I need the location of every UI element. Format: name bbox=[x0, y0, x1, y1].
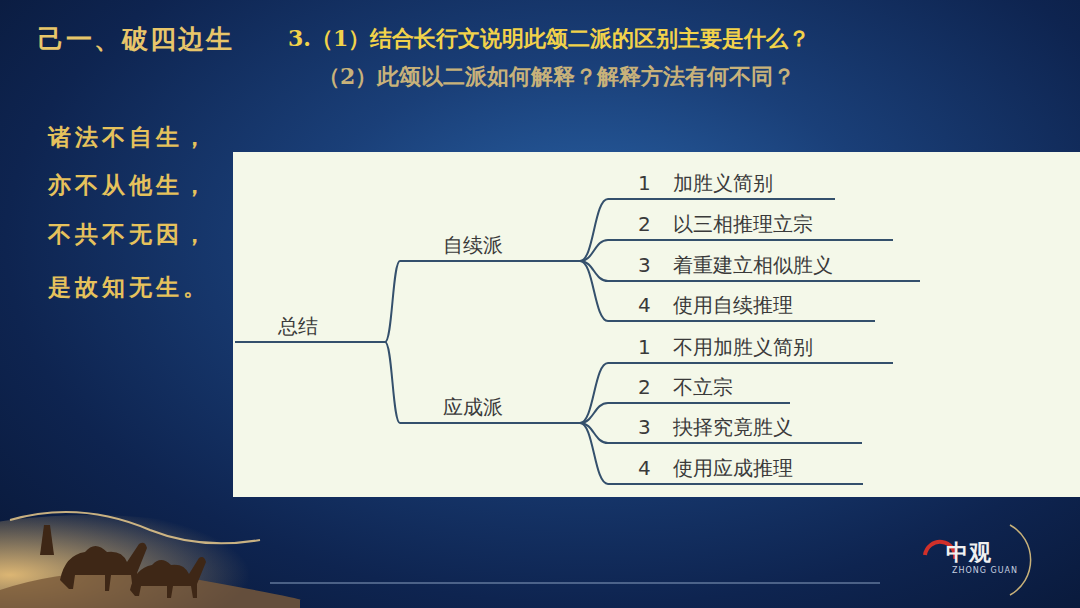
item-text: 总结 bbox=[278, 314, 318, 338]
branch-connector bbox=[580, 423, 608, 484]
footer-rule bbox=[270, 583, 880, 584]
branch-connector bbox=[580, 423, 608, 443]
map-panel bbox=[233, 152, 1080, 497]
item-text: 不用加胜义简别 bbox=[673, 335, 813, 359]
branch-connector bbox=[580, 403, 608, 423]
item-number: 1 bbox=[638, 335, 651, 359]
item-text: 自续派 bbox=[443, 233, 503, 257]
item-number: 2 bbox=[638, 212, 651, 236]
branch-topic: 自续派 bbox=[400, 233, 580, 262]
verse-line: 是故知无生。 bbox=[48, 272, 210, 303]
verse-line: 不共不无因， bbox=[48, 219, 210, 250]
branch-item: 3 抉择究竟胜义 bbox=[608, 415, 862, 444]
branch-connector bbox=[385, 342, 400, 423]
branch-connector bbox=[580, 240, 608, 261]
branch-topic: 应成派 bbox=[400, 395, 580, 424]
branch-topic: 总结 bbox=[235, 314, 385, 343]
item-text: 抉择究竟胜义 bbox=[673, 415, 793, 439]
branch-item: 3 着重建立相似胜义 bbox=[608, 253, 920, 282]
question-line: 3.（1）结合长行文说明此颂二派的区别主要是什么？ bbox=[288, 24, 810, 54]
item-number: 2 bbox=[638, 375, 651, 399]
item-text: 使用应成推理 bbox=[673, 456, 793, 480]
item-number: 1 bbox=[638, 171, 651, 195]
item-text: 着重建立相似胜义 bbox=[673, 253, 833, 277]
question-line: （2）此颂以二派如何解释？解释方法有何不同？ bbox=[318, 62, 795, 92]
item-text: 加胜义简别 bbox=[673, 171, 773, 195]
item-number: 3 bbox=[638, 253, 651, 277]
branch-connector bbox=[580, 199, 608, 261]
item-text: 以三相推理立宗 bbox=[673, 212, 813, 236]
branch-item: 1 不用加胜义简别 bbox=[608, 335, 893, 364]
item-text: 不立宗 bbox=[673, 375, 733, 399]
branch-item: 2 不立宗 bbox=[608, 375, 790, 404]
logo-mark bbox=[925, 525, 1031, 595]
branch-connector bbox=[385, 261, 400, 342]
logo-text: 中观 bbox=[946, 538, 992, 568]
verse-line: 诸法不自生， bbox=[48, 122, 210, 153]
branch-connector bbox=[580, 261, 608, 321]
branch-item: 2 以三相推理立宗 bbox=[608, 212, 893, 241]
section-heading: 己一、破四边生 bbox=[38, 22, 234, 57]
branch-item: 1 加胜义简别 bbox=[608, 171, 835, 200]
branch-item: 4 使用应成推理 bbox=[608, 456, 863, 485]
logo-subtext: ZHONG GUAN bbox=[952, 566, 1018, 575]
branch-connector bbox=[580, 261, 608, 281]
desert-illustration bbox=[0, 512, 301, 608]
item-number: 3 bbox=[638, 415, 651, 439]
branch-connector bbox=[580, 363, 608, 423]
item-number: 4 bbox=[638, 456, 651, 480]
item-number: 4 bbox=[638, 293, 651, 317]
item-text: 使用自续推理 bbox=[673, 293, 793, 317]
branch-item: 4 使用自续推理 bbox=[608, 293, 875, 322]
verse-line: 亦不从他生， bbox=[48, 170, 210, 201]
item-text: 应成派 bbox=[443, 395, 503, 419]
